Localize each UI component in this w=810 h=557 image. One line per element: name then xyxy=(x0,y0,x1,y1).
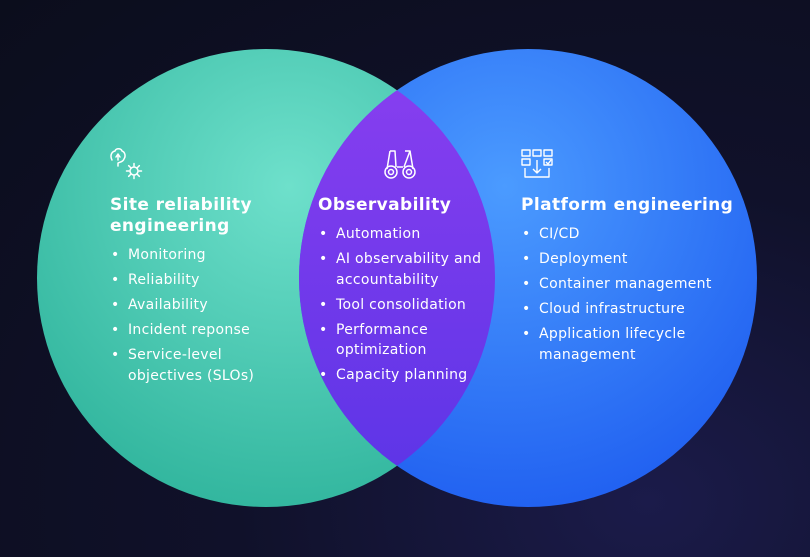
list-item: •Incident reponse xyxy=(111,322,250,338)
list-item: •AI observability and accountability xyxy=(319,251,482,288)
list-item: •Automation xyxy=(319,226,421,242)
list-item: •Cloud infrastructure xyxy=(522,301,685,317)
list-item: •Reliability xyxy=(111,272,200,288)
observability-title: Observability xyxy=(318,195,452,215)
gears-icon xyxy=(110,148,143,180)
sre-title: Site reliability engineering xyxy=(110,195,252,236)
list-item: •CI/CD xyxy=(522,226,580,242)
list-item: •Performance optimization xyxy=(319,321,429,359)
intersection-region xyxy=(299,49,495,507)
list-item: •Container management xyxy=(522,276,712,292)
list-item: •Tool consolidation xyxy=(319,296,467,313)
list-item: •Monitoring xyxy=(111,247,206,263)
binoculars-icon xyxy=(384,150,416,179)
observability-column: Observability •Automation •AI observabil… xyxy=(318,195,483,390)
platform-column: Platform engineering •CI/CD •Deployment … xyxy=(521,195,736,370)
platform-list: •CI/CD •Deployment •Container management… xyxy=(521,224,736,365)
list-item: •Deployment xyxy=(522,251,628,267)
list-item: •Availability xyxy=(111,297,208,313)
sre-column: Site reliability engineering •Monitoring… xyxy=(110,195,290,391)
list-item: •Capacity planning xyxy=(319,367,468,383)
sre-list: •Monitoring •Reliability •Availability •… xyxy=(110,245,290,386)
platform-title: Platform engineering xyxy=(521,195,734,215)
observability-list: •Automation •AI observability and accoun… xyxy=(318,224,483,386)
list-item: •Service-level objectives (SLOs) xyxy=(111,347,255,384)
list-item: •Application lifecycle management xyxy=(522,326,686,363)
pipeline-icon xyxy=(521,149,553,178)
